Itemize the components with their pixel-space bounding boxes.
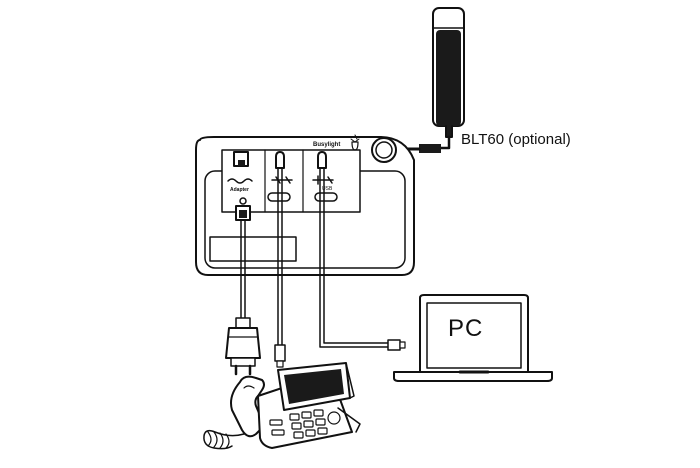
svg-text:USB: USB bbox=[322, 186, 333, 192]
usb-plug-pc-port bbox=[317, 151, 327, 169]
svg-text:Adapter: Adapter bbox=[230, 187, 249, 193]
power-cable bbox=[240, 219, 246, 321]
usb-plug-phone-port bbox=[275, 151, 285, 169]
pc-usb-cable bbox=[319, 167, 406, 351]
dc-plug-adapter-port bbox=[233, 151, 251, 221]
ip-phone bbox=[203, 362, 361, 450]
busylight-label: BLT60 (optional) bbox=[461, 131, 571, 148]
laptop-pc bbox=[393, 294, 553, 382]
busylight-device bbox=[432, 7, 465, 138]
svg-text:Busylight: Busylight bbox=[313, 142, 340, 148]
phone-usb-cable bbox=[274, 167, 286, 368]
power-adapter bbox=[225, 317, 261, 376]
hub-device: Busylight Adapter USB bbox=[195, 134, 415, 276]
pc-label: PC bbox=[448, 315, 484, 342]
